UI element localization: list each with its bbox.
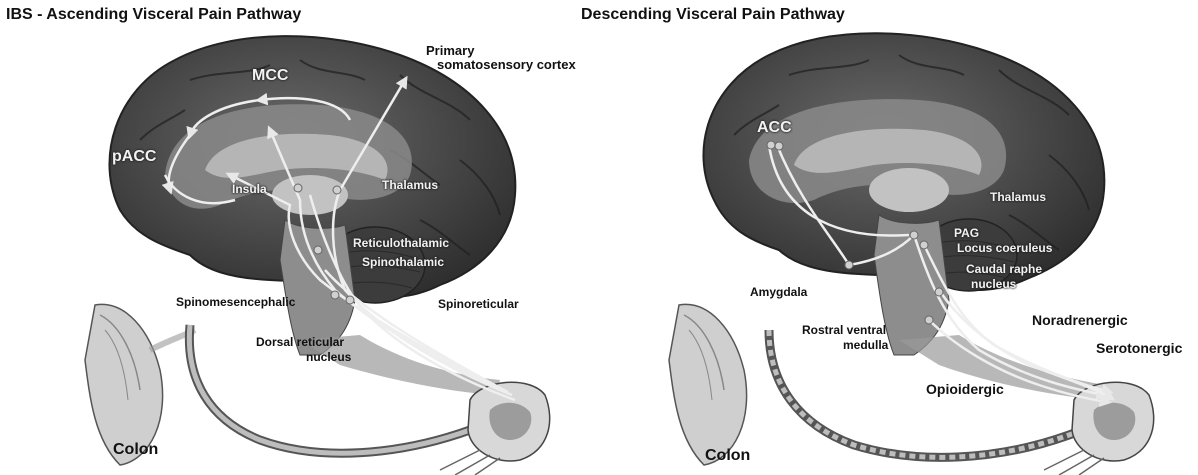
spinal-cord-section — [1044, 382, 1154, 475]
ascending-panel: IBS - Ascending Visceral Pain Pathway Pr… — [0, 0, 599, 475]
label-reticulothalamic: Reticulothalamic — [353, 236, 449, 250]
label-caudal-raphe-line2: nucleus — [971, 277, 1016, 291]
descending-panel: Descending Visceral Pain Pathway ACC Tha… — [599, 0, 1198, 475]
label-dorsal-reticular-line1: Dorsal reticular — [256, 335, 344, 349]
label-dorsal-reticular-line2: nucleus — [306, 350, 351, 364]
label-rvm-line1: Rostral ventral — [802, 323, 886, 337]
label-acc: ACC — [757, 121, 792, 135]
label-pag: PAG — [954, 226, 979, 240]
label-locus-coeruleus: Locus coeruleus — [957, 241, 1052, 255]
label-thalamus: Thalamus — [990, 190, 1046, 204]
label-insula: Insula — [232, 182, 267, 196]
label-rvm-line2: medulla — [843, 338, 888, 352]
label-mcc: MCC — [252, 69, 288, 83]
label-noradrenergic: Noradrenergic — [1032, 313, 1128, 327]
label-caudal-raphe-line1: Caudal raphe — [966, 262, 1042, 276]
label-primary-cortex-line2: somatosensory cortex — [437, 58, 576, 72]
label-primary-cortex-line1: Primary — [426, 44, 474, 58]
descending-title: Descending Visceral Pain Pathway — [581, 6, 845, 24]
label-spinomesencephalic: Spinomesencephalic — [176, 295, 295, 309]
label-thalamus: Thalamus — [382, 178, 438, 192]
label-serotonergic: Serotonergic — [1096, 341, 1182, 355]
label-amygdala: Amygdala — [750, 285, 807, 299]
thalamus-shape — [869, 168, 949, 212]
label-pacc: pACC — [112, 150, 156, 164]
colon-illustration — [669, 304, 747, 465]
label-opioidergic: Opioidergic — [926, 382, 1004, 396]
label-spinothalamic: Spinothalamic — [362, 255, 444, 269]
spinal-cord-section — [440, 382, 550, 475]
label-spinoreticular: Spinoreticular — [438, 297, 519, 311]
ascending-title: IBS - Ascending Visceral Pain Pathway — [6, 6, 301, 24]
descending-pathway-illustration — [599, 0, 1198, 475]
label-colon-left: Colon — [113, 443, 158, 457]
label-colon-right: Colon — [705, 449, 750, 463]
